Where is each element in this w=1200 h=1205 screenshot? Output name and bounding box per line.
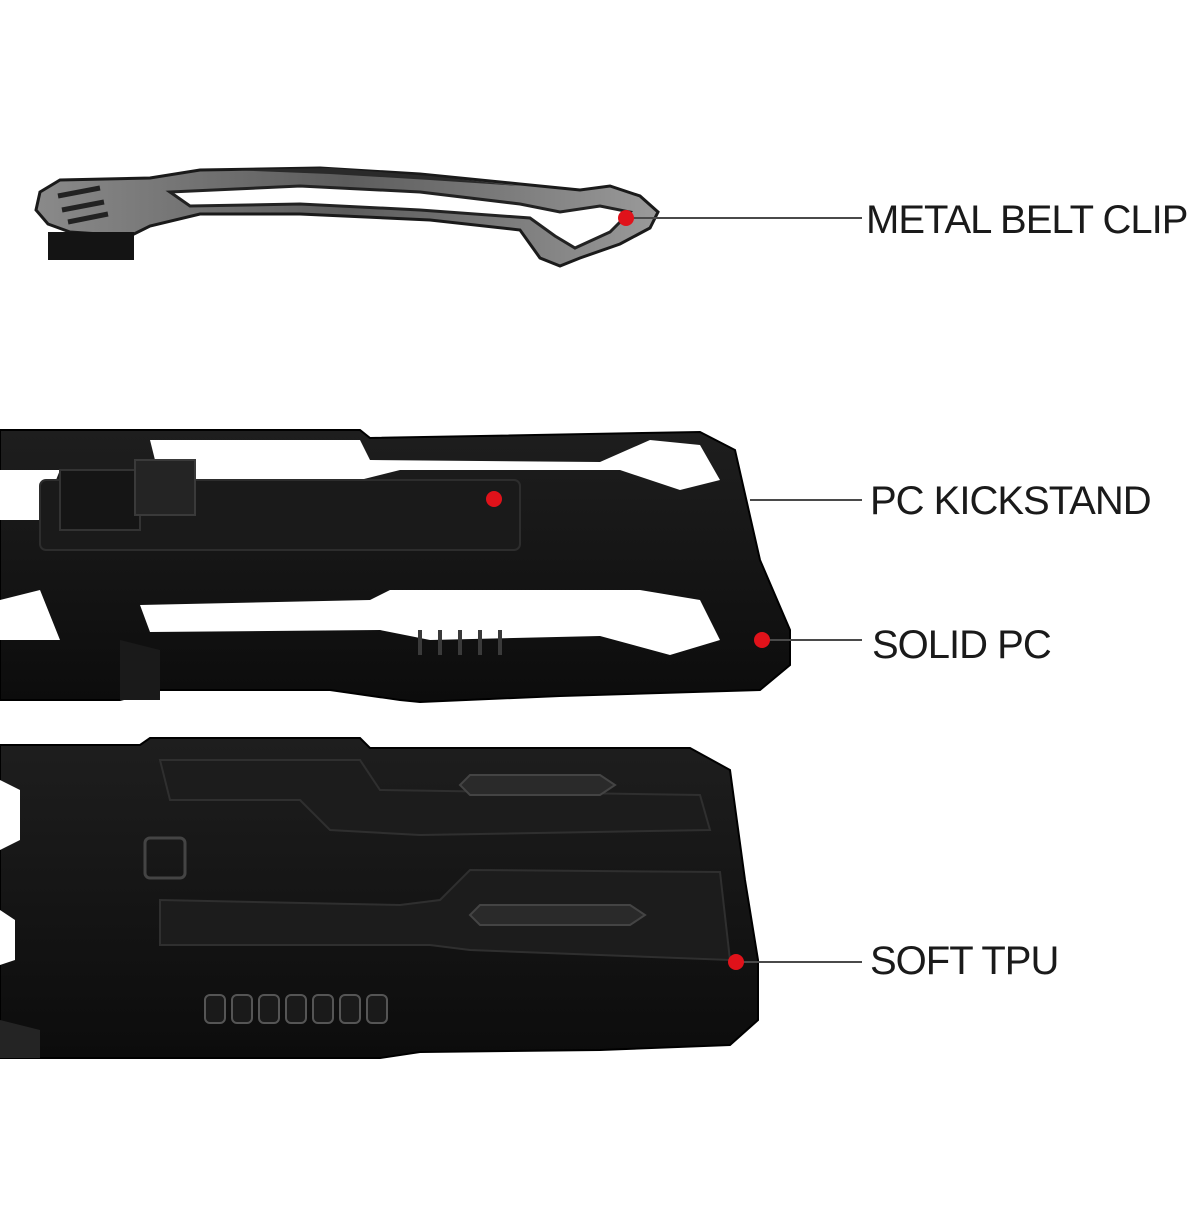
- marker-kickstand: [486, 491, 502, 507]
- label-solid-pc: SOLID PC: [872, 623, 1052, 667]
- marker-soft-tpu: [728, 954, 744, 970]
- pc-grip-ridges: [418, 630, 502, 655]
- tpu-grip-bumps: [204, 994, 388, 1024]
- label-metal-belt-clip: METAL BELT CLIP: [866, 198, 1188, 242]
- metal-belt-clip: [34, 166, 660, 268]
- tpu-camera-square: [143, 836, 187, 880]
- callouts: [486, 210, 862, 970]
- label-pc-kickstand: PC KICKSTAND: [870, 479, 1152, 523]
- pc-window-bottom: [140, 590, 720, 655]
- marker-solid-pc: [754, 632, 770, 648]
- tpu-vent-top: [458, 774, 617, 796]
- pc-window-top: [150, 440, 720, 490]
- marker-belt-clip: [618, 210, 634, 226]
- tpu-vent-bottom: [468, 904, 647, 926]
- soft-tpu-case: [0, 737, 759, 1059]
- label-soft-tpu: SOFT TPU: [870, 939, 1059, 983]
- belt-clip-mount: [48, 232, 134, 260]
- pc-kickstand: [39, 459, 521, 551]
- belt-clip-slot: [165, 184, 634, 250]
- solid-pc-frame: [0, 429, 791, 704]
